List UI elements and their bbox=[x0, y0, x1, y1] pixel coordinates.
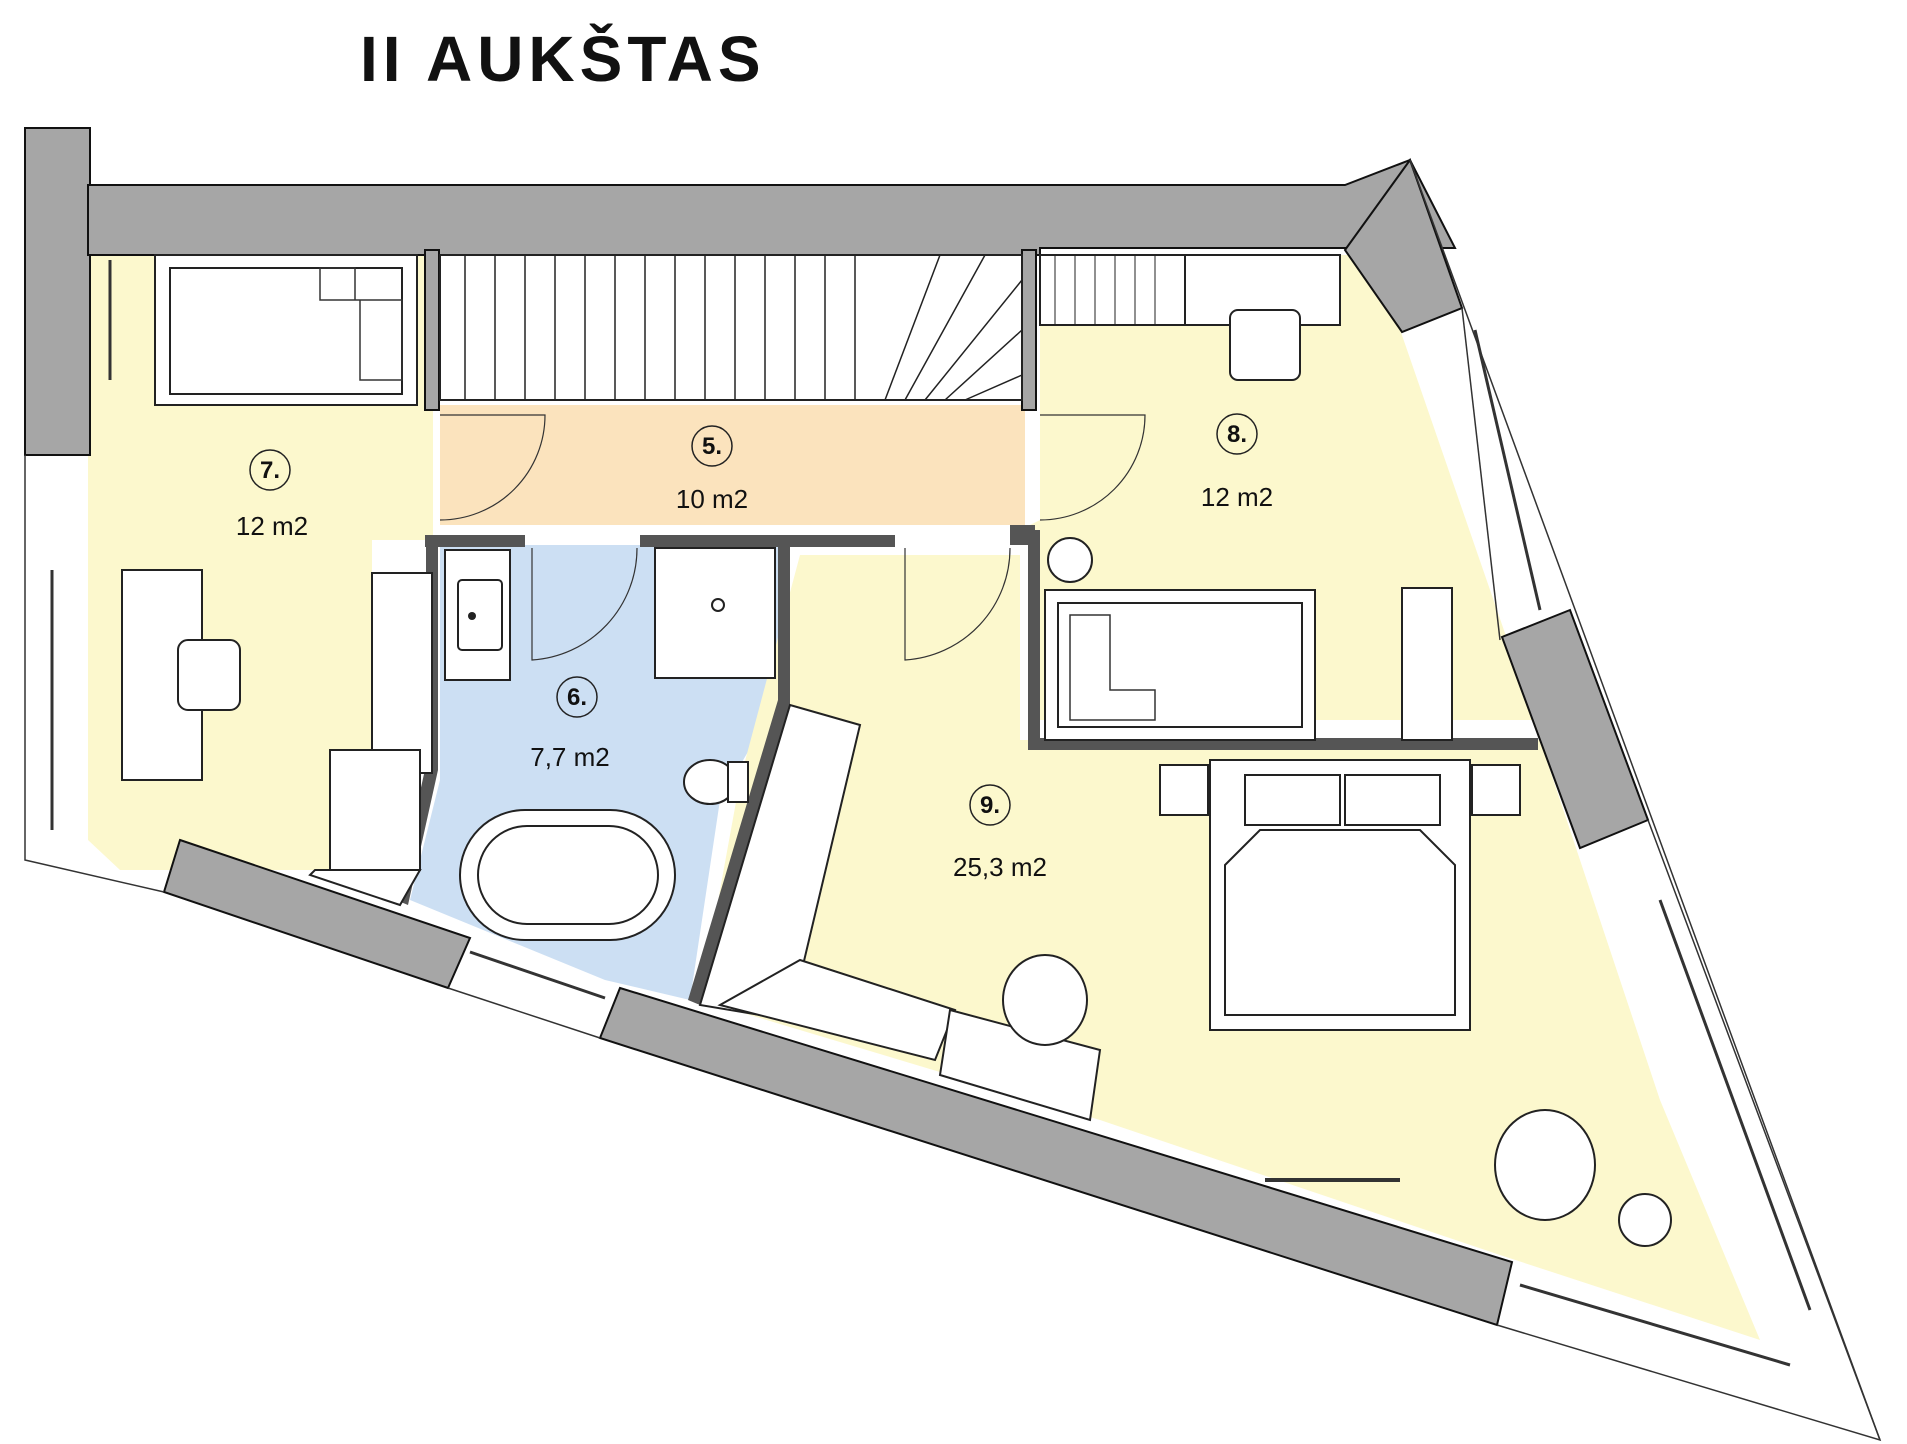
nightstand-room-9-east bbox=[1471, 764, 1521, 816]
wall-north bbox=[87, 158, 1457, 256]
room-9-number: 9. bbox=[980, 792, 1000, 819]
room-6-label: 6. 7,7 m2 bbox=[530, 676, 610, 772]
door-room-6 bbox=[531, 547, 638, 661]
wall-8-west bbox=[1028, 530, 1040, 750]
staircase bbox=[439, 254, 1023, 401]
room-8-area: 12 m2 bbox=[1201, 482, 1273, 512]
floor-plan-title: II AUKŠTAS bbox=[360, 23, 766, 95]
exterior-outline-se bbox=[1461, 307, 1501, 641]
closet-room-7 bbox=[308, 749, 422, 907]
bed-room-8 bbox=[1044, 589, 1316, 741]
room-5-number: 5. bbox=[702, 433, 722, 460]
door-room-8 bbox=[1039, 414, 1146, 521]
exterior-outline-sw bbox=[447, 987, 601, 1039]
wall-west bbox=[24, 127, 91, 456]
exterior-outline-ne bbox=[1409, 159, 1881, 1441]
sink-room-6 bbox=[444, 549, 511, 681]
room-7-area: 12 m2 bbox=[236, 511, 308, 541]
room-6-area: 7,7 m2 bbox=[530, 742, 610, 772]
exterior-outline bbox=[24, 455, 165, 893]
wardrobe-room-9 bbox=[698, 703, 957, 1062]
nightstand-room-9-west bbox=[1159, 764, 1209, 816]
wall-bath-north-a bbox=[425, 535, 525, 547]
room-7-number: 7. bbox=[260, 457, 280, 484]
room-5-floor bbox=[440, 405, 1025, 525]
chair-room-7 bbox=[177, 639, 241, 711]
room-6-number: 6. bbox=[567, 684, 587, 711]
chair-room-8 bbox=[1229, 309, 1301, 381]
door-room-9 bbox=[904, 547, 1011, 661]
wall-bath-north-b bbox=[640, 535, 895, 547]
wardrobe-room-8-east bbox=[1401, 587, 1453, 741]
window-south-west bbox=[469, 950, 606, 1000]
side-table-room-8 bbox=[1047, 537, 1093, 583]
bed-room-7 bbox=[154, 254, 418, 406]
room-8-number: 8. bbox=[1227, 421, 1247, 448]
wall-stair-west bbox=[424, 249, 440, 411]
toilet-room-6 bbox=[683, 759, 749, 805]
bathtub-room-6 bbox=[459, 809, 676, 941]
wall-bath-east bbox=[688, 545, 790, 1005]
side-table-room-9 bbox=[1618, 1193, 1672, 1247]
chair-room-9 bbox=[1002, 954, 1088, 1046]
room-9-label: 9. 25,3 m2 bbox=[953, 784, 1047, 882]
shower-room-6 bbox=[654, 547, 776, 679]
armchair-room-9 bbox=[1494, 1109, 1596, 1221]
room-8-label: 8. 12 m2 bbox=[1201, 413, 1273, 512]
room-7-label: 7. 12 m2 bbox=[236, 449, 308, 541]
room-5-label: 5. 10 m2 bbox=[676, 425, 748, 514]
wardrobe-room-7 bbox=[371, 572, 433, 774]
door-room-7 bbox=[439, 414, 546, 521]
window-east bbox=[1658, 899, 1812, 1311]
room-9-area: 25,3 m2 bbox=[953, 852, 1047, 882]
window-north-east bbox=[1473, 329, 1542, 611]
window-south-east bbox=[1519, 1283, 1791, 1367]
room-5-area: 10 m2 bbox=[676, 484, 748, 514]
wardrobe-room-8 bbox=[1039, 254, 1186, 326]
bed-room-9 bbox=[1209, 759, 1471, 1031]
wall-stair-east bbox=[1021, 249, 1037, 411]
